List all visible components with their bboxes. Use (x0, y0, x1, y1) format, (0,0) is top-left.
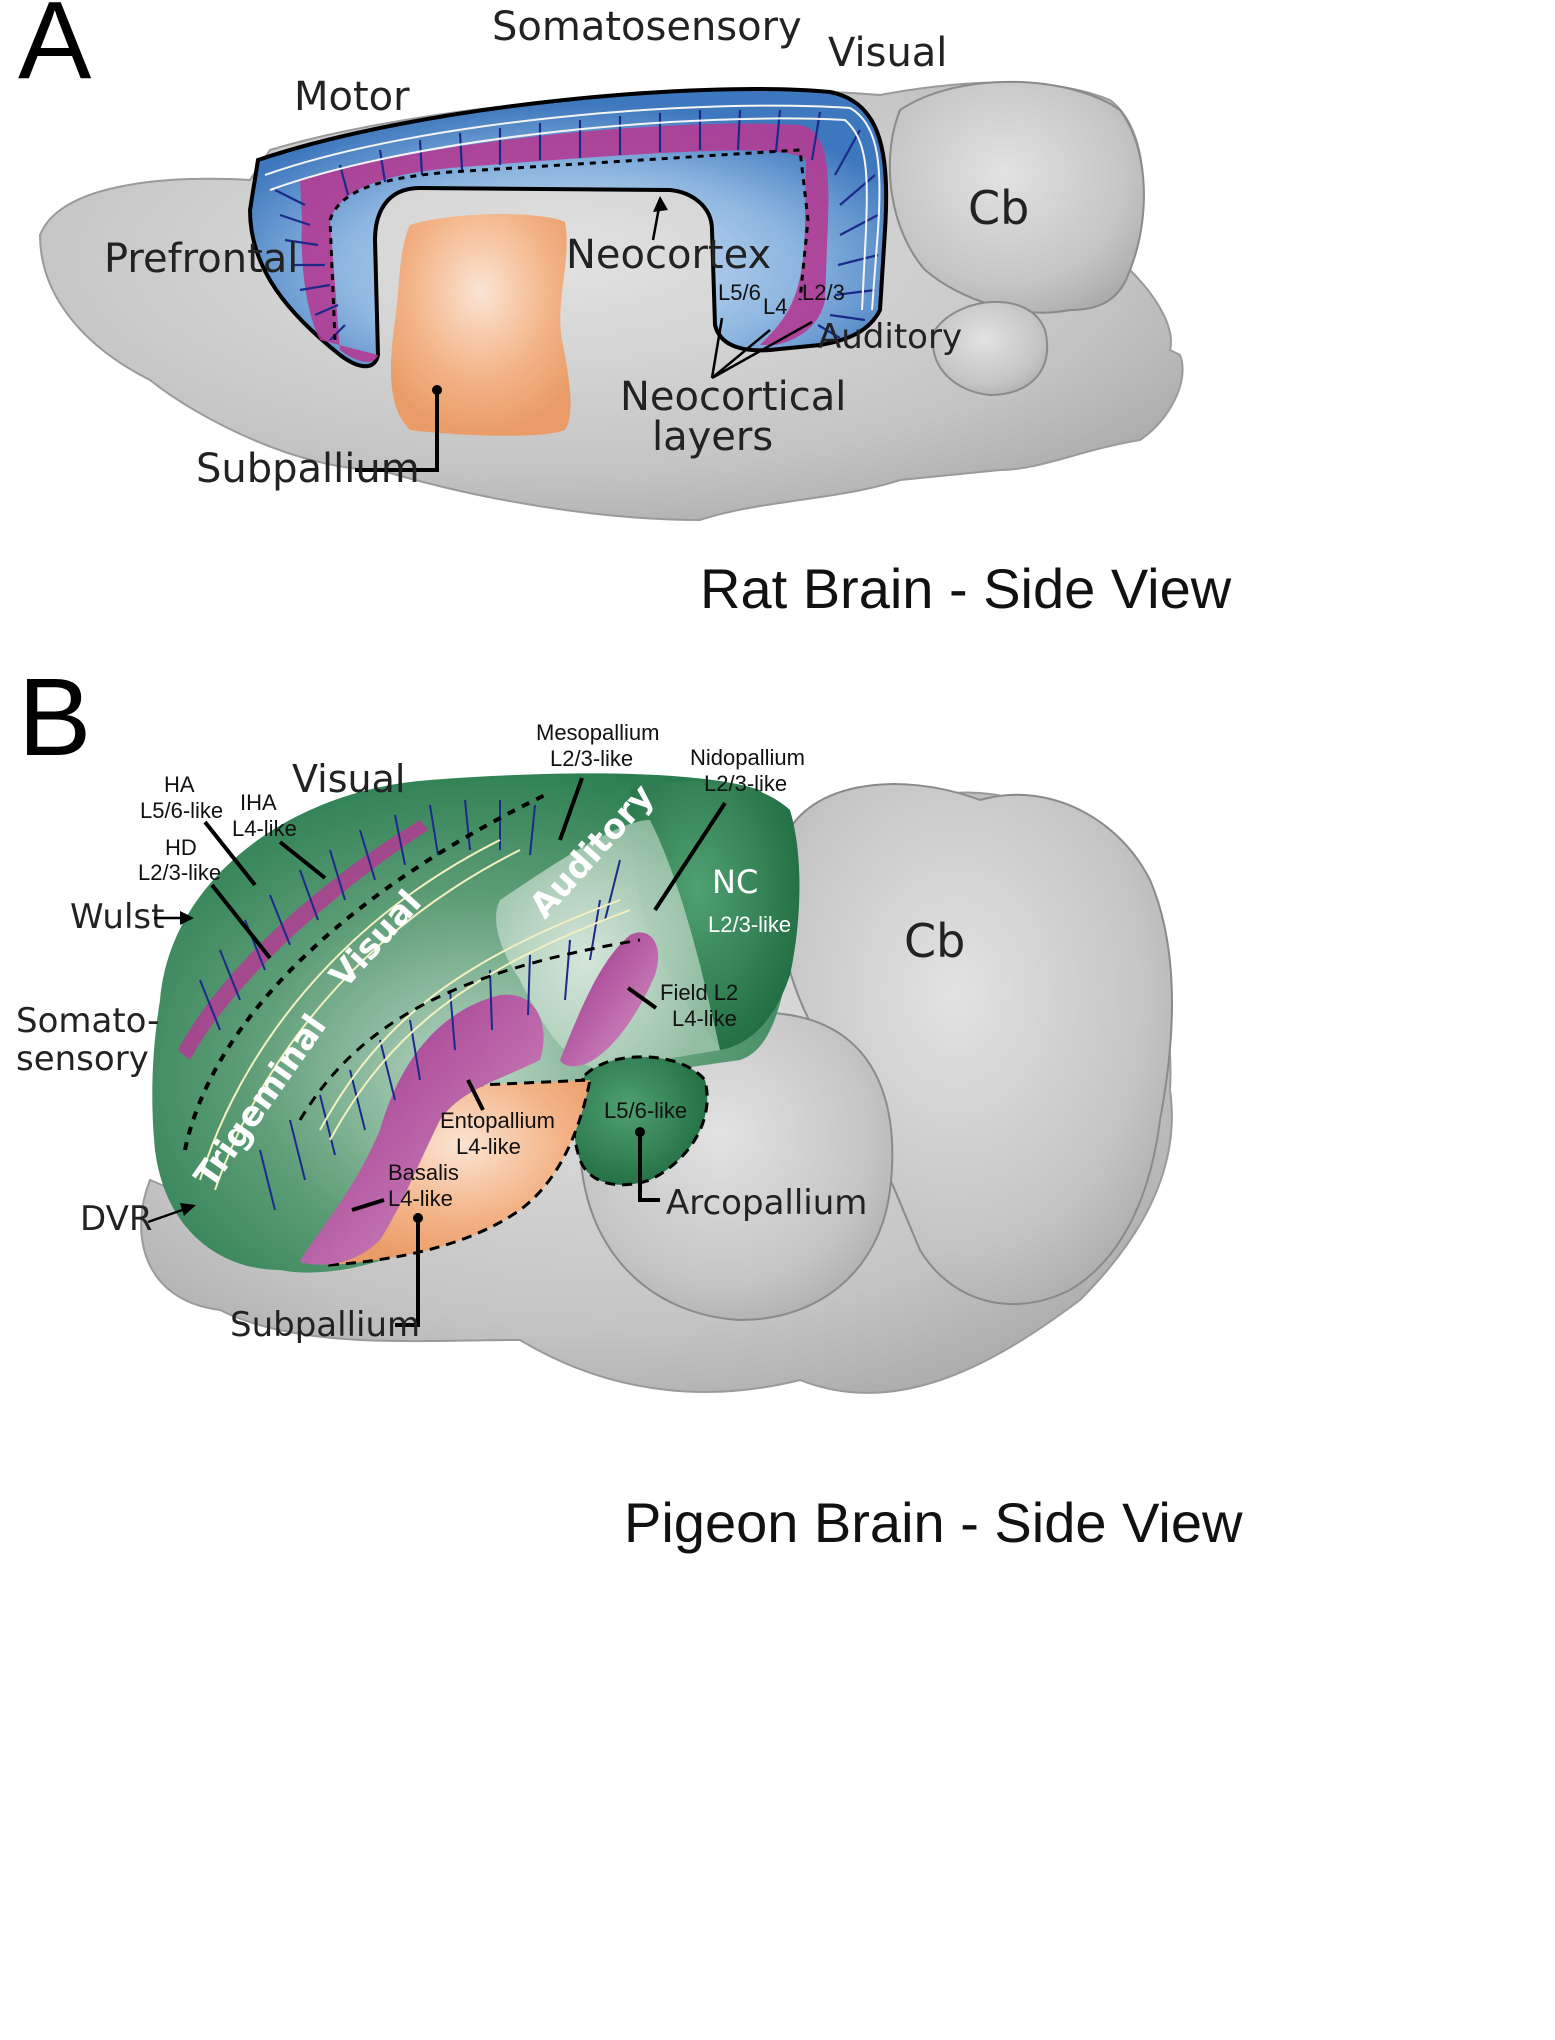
layers-leaders (710, 317, 813, 380)
label-iha-sub: L4-like (232, 816, 297, 841)
caption-b: Pigeon Brain - Side View (624, 1491, 1243, 1554)
label-basalis-sub: L4-like (388, 1186, 453, 1211)
label-iha: IHA (240, 790, 277, 815)
arcopallium-leader (638, 1132, 660, 1202)
label-arcopallium: Arcopallium (666, 1183, 867, 1223)
label-somato: Somato- (16, 1001, 159, 1041)
ha-band (178, 820, 428, 1060)
label-field-l2: Field L2 (660, 980, 738, 1005)
lamina-dashed (183, 793, 546, 1151)
label-neocortex: Neocortex (566, 232, 771, 278)
pigeon-fibers (199, 799, 621, 1211)
dvr-arrowhead (180, 1203, 196, 1216)
caption-a: Rat Brain - Side View (700, 557, 1232, 620)
entopallium-band (300, 994, 544, 1265)
label-mesopallium-sub: L2/3-like (550, 746, 633, 771)
neocortex-dashed (328, 148, 810, 341)
label-neocortical: Neocortical (620, 374, 846, 420)
label-ha-sub: L5/6-like (140, 798, 223, 823)
neocortex-fibers (274, 109, 879, 341)
subpallium-leader-b (395, 1218, 420, 1327)
label-subpallium-a: Subpallium (196, 446, 420, 492)
label-visual-a: Visual (828, 30, 947, 76)
subpallium-leader-a (355, 390, 439, 472)
mesopallium-leader (558, 777, 584, 841)
neocortex-arrowhead (653, 196, 668, 212)
label-nc: NC (712, 863, 758, 901)
label-ha: HA (164, 772, 195, 797)
wulst-arrowhead (180, 911, 194, 925)
label-mesopallium: Mesopallium (536, 720, 660, 745)
field-l2-leader (626, 986, 658, 1010)
label-cb-b: Cb (904, 914, 965, 968)
label-somatosensory: Somatosensory (492, 4, 802, 50)
rat-cerebellum (888, 80, 1145, 314)
basalis-leader (351, 1198, 385, 1212)
panel-b-letter: B (18, 656, 91, 779)
entopallium-leader (466, 1079, 485, 1111)
label-prefrontal: Prefrontal (104, 236, 298, 282)
label-hd-sub: L2/3-like (138, 860, 221, 885)
neocortex-white-lines (264, 104, 881, 311)
field-l2-band (560, 932, 659, 1067)
dvr-arrow (147, 1206, 189, 1224)
wulst-leaders (203, 820, 327, 960)
pigeon-subpallium (327, 1078, 592, 1267)
label-l56: L5/6 (718, 280, 761, 305)
label-dvr: DVR (80, 1199, 152, 1239)
rat-brainstem-lobe (932, 300, 1049, 397)
label-nidopallium-sub: L2/3-like (704, 771, 787, 796)
label-basalis: Basalis (388, 1160, 459, 1185)
label-visual-top: Visual (292, 757, 405, 801)
label-l23: L2/3 (802, 280, 845, 305)
rat-subpallium (390, 214, 571, 436)
label-subpallium-b: Subpallium (230, 1305, 420, 1345)
label-entopallium-sub: L4-like (456, 1134, 521, 1159)
label-l4: L4 (763, 294, 787, 319)
panel-b: B (16, 656, 1243, 1554)
label-wulst: Wulst (70, 897, 164, 937)
arcopallium-region (572, 1055, 709, 1187)
label-sensory: sensory (16, 1039, 149, 1079)
label-nidopallium: Nidopallium (690, 745, 805, 770)
label-cb-a: Cb (968, 181, 1029, 235)
label-auditory-a: Auditory (818, 317, 962, 357)
label-entopallium: Entopallium (440, 1108, 555, 1133)
label-field-l2-sub: L4-like (672, 1006, 737, 1031)
label-l56-like: L5/6-like (604, 1098, 687, 1123)
nc-region (629, 780, 800, 1050)
panel-a-letter: A (18, 0, 92, 102)
dvr-dashed (298, 938, 641, 1121)
label-nc-sub: L2/3-like (708, 912, 791, 937)
label-hd: HD (165, 835, 197, 860)
panel-a: A Somatosensory Visua (18, 0, 1232, 620)
label-motor: Motor (294, 74, 410, 120)
nidopallium-leader (653, 801, 727, 912)
label-layers: layers (652, 414, 773, 460)
pigeon-cream-lines (199, 839, 631, 1191)
